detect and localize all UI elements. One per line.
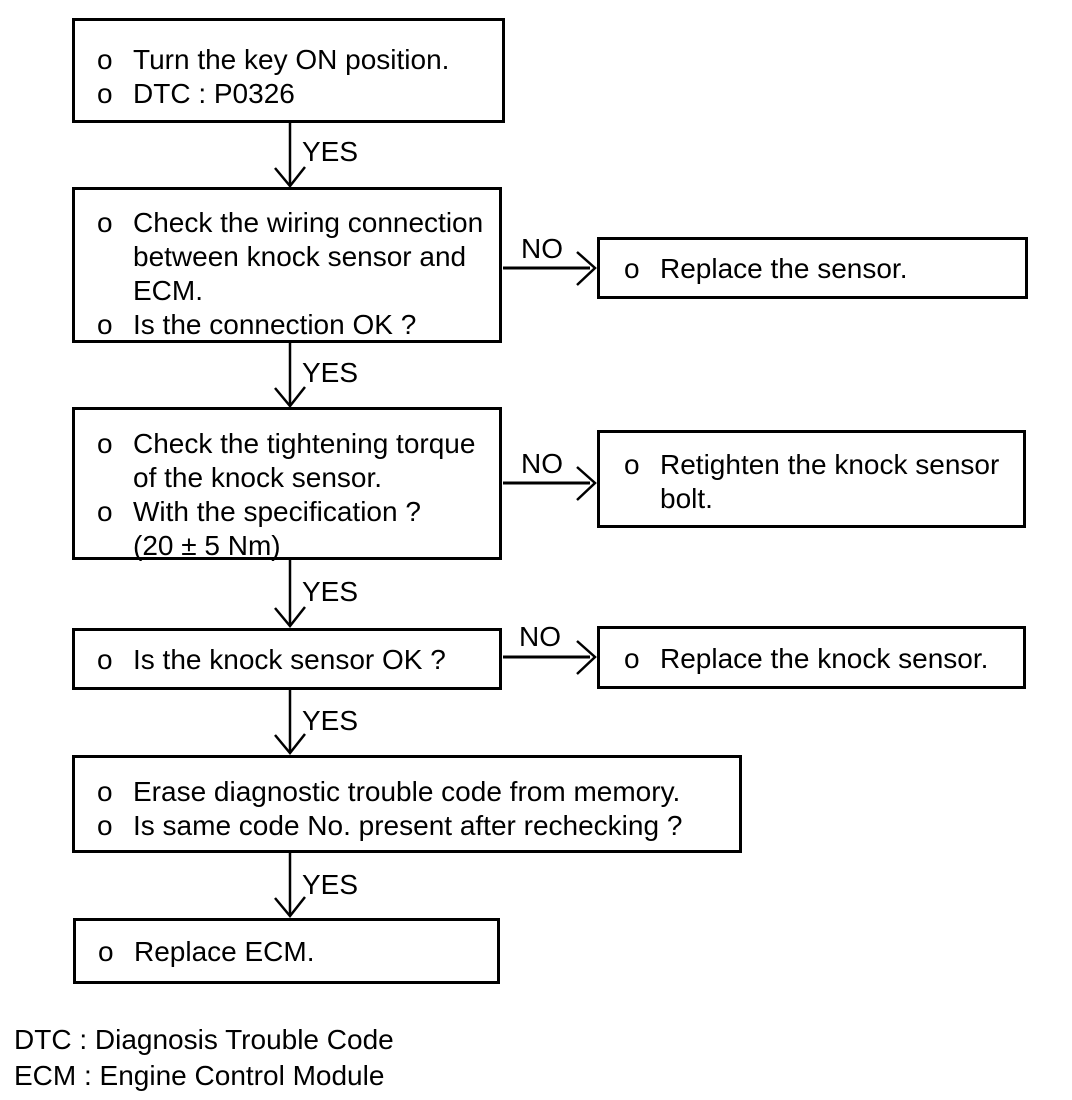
down-arrowhead-1 bbox=[274, 166, 306, 188]
legend-line-dtc: DTC : Diagnosis Trouble Code bbox=[14, 1024, 394, 1055]
bullet-item: o DTC : P0326 bbox=[97, 77, 494, 111]
bullet-item: o Is the connection OK ? bbox=[97, 308, 491, 342]
flow-box-step-4: o Is the knock sensor OK ? bbox=[72, 628, 502, 690]
item-text: DTC : P0326 bbox=[133, 78, 295, 109]
flow-box-step-2: o Check the wiring connection between kn… bbox=[72, 187, 502, 343]
down-arrowhead-5 bbox=[274, 896, 306, 918]
down-arrowhead-3 bbox=[274, 606, 306, 628]
bullet-item: o Replace ECM. bbox=[98, 935, 489, 969]
flow-box-step-1: o Turn the key ON position. o DTC : P032… bbox=[72, 18, 505, 123]
bullet-marker: o bbox=[97, 644, 113, 675]
item-text: Replace the knock sensor. bbox=[660, 643, 989, 674]
no-label-1: NO bbox=[521, 233, 563, 264]
yes-label-4: YES bbox=[302, 705, 359, 736]
yes-label-5: YES bbox=[302, 869, 359, 900]
item-text: Is same code No. present after recheckin… bbox=[133, 810, 683, 841]
down-arrowhead-4 bbox=[274, 733, 306, 755]
bullet-marker: o bbox=[624, 449, 640, 480]
bullet-marker: o bbox=[97, 44, 113, 75]
flow-box-action-1: o Replace the sensor. bbox=[597, 237, 1028, 299]
bullet-marker: o bbox=[624, 643, 640, 674]
bullet-item: o Turn the key ON position. bbox=[97, 43, 494, 77]
no-label-3: NO bbox=[519, 621, 561, 652]
flow-box-step-3: o Check the tightening torque of the kno… bbox=[72, 407, 502, 563]
item-text: Is the connection OK ? bbox=[133, 309, 417, 340]
flow-box-action-2: o Retighten the knock sensor bolt. bbox=[597, 430, 1026, 528]
bullet-marker: o bbox=[97, 207, 113, 238]
yes-label-1: YES bbox=[302, 136, 359, 167]
item-text: Replace the sensor. bbox=[660, 253, 908, 284]
flow-box-action-3: o Replace the knock sensor. bbox=[597, 626, 1026, 689]
no-label-2: NO bbox=[521, 448, 563, 479]
item-text: Retighten the knock sensor bolt. bbox=[660, 449, 1000, 514]
bullet-item: o Check the wiring connection between kn… bbox=[97, 206, 491, 308]
legend: DTC : Diagnosis Trouble Code ECM : Engin… bbox=[14, 1022, 394, 1094]
bullet-marker: o bbox=[97, 78, 113, 109]
bullet-item: o Erase diagnostic trouble code from mem… bbox=[97, 775, 731, 809]
bullet-item: o With the specification ? (20 ± 5 Nm) bbox=[97, 495, 491, 563]
bullet-item: o Check the tightening torque of the kno… bbox=[97, 427, 491, 495]
bullet-marker: o bbox=[97, 810, 113, 841]
bullet-marker: o bbox=[97, 496, 113, 527]
item-text: With the specification ? (20 ± 5 Nm) bbox=[133, 496, 421, 561]
flow-box-step-5: o Erase diagnostic trouble code from mem… bbox=[72, 755, 742, 853]
item-text: Is the knock sensor OK ? bbox=[133, 644, 446, 675]
right-arrowhead-2 bbox=[576, 466, 597, 501]
right-arrowhead-1 bbox=[576, 251, 597, 286]
bullet-item: o Replace the sensor. bbox=[624, 252, 1017, 286]
bullet-marker: o bbox=[98, 936, 114, 967]
item-text: Erase diagnostic trouble code from memor… bbox=[133, 776, 681, 807]
flow-box-step-6: o Replace ECM. bbox=[73, 918, 500, 984]
bullet-marker: o bbox=[624, 253, 640, 284]
bullet-item: o Replace the knock sensor. bbox=[624, 642, 1015, 676]
legend-line-ecm: ECM : Engine Control Module bbox=[14, 1060, 385, 1091]
item-text: Replace ECM. bbox=[134, 936, 315, 967]
bullet-marker: o bbox=[97, 428, 113, 459]
bullet-marker: o bbox=[97, 776, 113, 807]
item-text: Turn the key ON position. bbox=[133, 44, 450, 75]
bullet-item: o Retighten the knock sensor bolt. bbox=[624, 448, 1015, 516]
bullet-item: o Is same code No. present after recheck… bbox=[97, 809, 731, 843]
yes-label-2: YES bbox=[302, 357, 359, 388]
bullet-item: o Is the knock sensor OK ? bbox=[97, 643, 491, 677]
item-text: Check the wiring connection between knoc… bbox=[133, 207, 484, 306]
item-text: Check the tightening torque of the knock… bbox=[133, 428, 476, 493]
bullet-marker: o bbox=[97, 309, 113, 340]
down-arrowhead-2 bbox=[274, 386, 306, 408]
yes-label-3: YES bbox=[302, 576, 359, 607]
right-arrowhead-3 bbox=[576, 640, 597, 675]
